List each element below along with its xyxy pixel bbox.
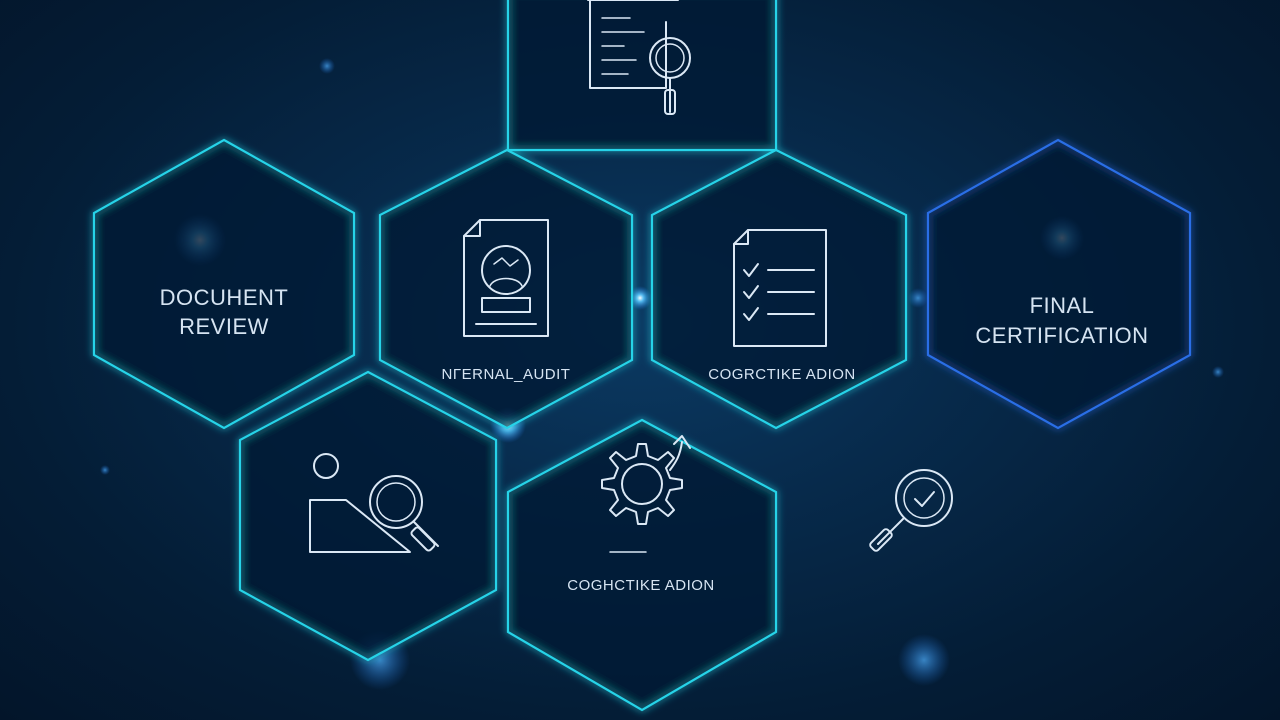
glow-spark: [1212, 366, 1224, 378]
document-review-label-line1: DOCUΗENT: [160, 285, 289, 310]
hex-corrective-action-gear: [506, 418, 778, 712]
glow-spark: [319, 58, 335, 74]
glow-spark: [100, 465, 110, 475]
hex-corrective-action-checklist: [650, 148, 908, 430]
hex-final-certification: [926, 138, 1192, 430]
internal-audit-label: NΓERNAL_AUDIT: [442, 366, 571, 383]
audit-document-icon: [463, 219, 549, 337]
hex-document-review: [92, 138, 356, 430]
checklist-icon: [733, 229, 827, 347]
final-certification-label-line1: FINAL: [1030, 293, 1095, 318]
hex-top: [506, 0, 778, 152]
document-review-label-line2: REVIEW: [179, 314, 269, 339]
glow-spark: [908, 288, 928, 308]
verify-magnifier-icon: [869, 469, 953, 552]
corrective-action-checklist-label: COGRCTIKE ADION: [708, 366, 856, 383]
corrective-action-gear-label: COGHCTIKE ADION: [567, 577, 715, 594]
document-search-icon: [587, 0, 691, 115]
glow-spark: [898, 634, 950, 686]
glow-spark: [628, 286, 652, 310]
hex-internal-audit: [378, 148, 634, 430]
hexagon-grid: [92, 0, 1192, 712]
gear-arrow-icon: [601, 435, 691, 553]
hex-investigation: [238, 370, 498, 662]
final-certification-label-line2: CERTIFICATION: [975, 323, 1148, 348]
analysis-magnifier-icon: [309, 453, 439, 553]
node-labels: DOCUΗENT REVIEW NΓERNAL_AUDIT COGRCTIKE …: [160, 285, 1148, 594]
